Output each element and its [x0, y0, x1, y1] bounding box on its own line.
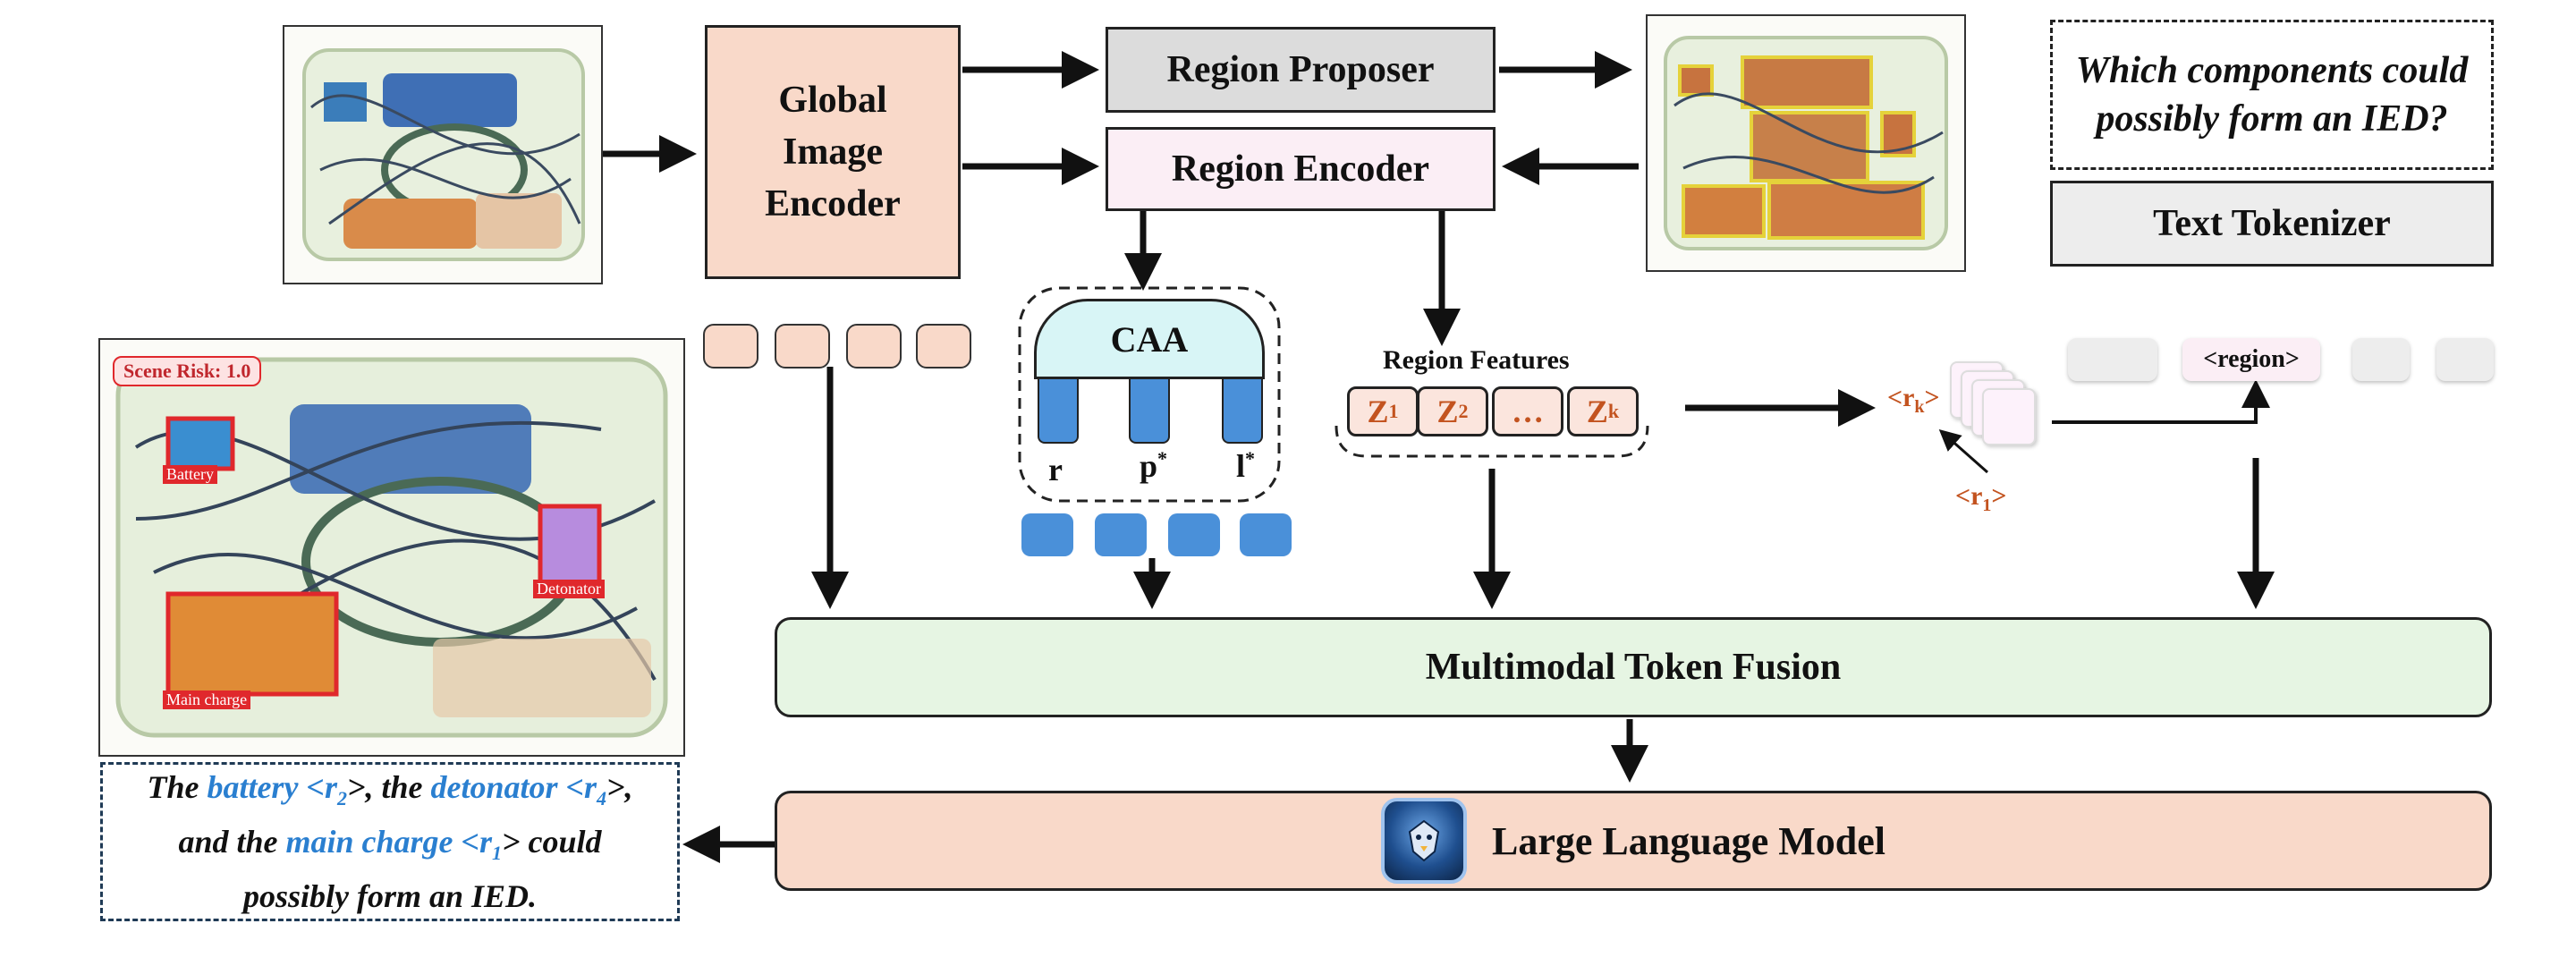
r1-base: <r — [1955, 481, 1983, 511]
caa-output-token — [1095, 513, 1147, 556]
answer-battery: battery <r — [207, 768, 337, 805]
global-token — [775, 324, 830, 369]
rk-close: > — [1924, 383, 1940, 412]
answer-sub1: 1 — [492, 842, 503, 865]
answer-part: The — [147, 768, 208, 805]
region-token-stack — [1950, 361, 2057, 451]
llm-label: Large Language Model — [1492, 818, 1885, 863]
region-tag-token: <region> — [2182, 338, 2320, 381]
global-token — [916, 324, 971, 369]
answer-text: The battery <r2>, the detonator <r4>, an… — [147, 766, 632, 918]
text-token — [2352, 338, 2410, 381]
battery-label: Battery — [163, 465, 217, 484]
region-encoder-label: Region Encoder — [1171, 148, 1430, 190]
detonator-label-text: Detonator — [537, 580, 601, 597]
caa-leg-label-r: r — [1048, 451, 1063, 488]
scene-detection-image: Scene Risk: 1.0 Battery Detonator Main c… — [98, 338, 685, 757]
scene-xray-drawing — [115, 357, 668, 738]
fusion-label: Multimodal Token Fusion — [1425, 647, 1842, 688]
detonator-label: Detonator — [533, 580, 605, 598]
text-tokenizer-label: Text Tokenizer — [2153, 203, 2391, 244]
battery-label-text: Battery — [166, 465, 214, 483]
global-encoder-line-1: Global — [778, 80, 887, 121]
caa-leg-l — [1222, 379, 1263, 444]
global-token — [846, 324, 902, 369]
answer-sub2: 2 — [336, 787, 347, 809]
features-bracket — [1335, 425, 1649, 458]
main-charge-label-text: Main charge — [166, 691, 248, 708]
scene-risk-badge: Scene Risk: 1.0 — [113, 356, 262, 386]
rk-base: <r — [1887, 383, 1915, 412]
rk-sub: k — [1914, 397, 1925, 417]
z2-sub: 2 — [1458, 400, 1469, 422]
global-image-encoder-box: Global Image Encoder — [705, 25, 961, 279]
answer-part: possibly form an IED. — [242, 878, 538, 915]
z2-base: Z — [1436, 394, 1459, 429]
text-token — [2436, 338, 2494, 381]
z-ellipsis: … — [1512, 394, 1544, 429]
proposal-xray-drawing — [1664, 36, 1948, 250]
global-token — [703, 324, 758, 369]
r1-sub: 1 — [1982, 496, 1992, 515]
scene-risk-text: Scene Risk: 1.0 — [123, 360, 251, 382]
region-features-title: Region Features — [1383, 345, 1570, 376]
r1-token-label: <r1> — [1955, 481, 2007, 516]
answer-part: >, — [606, 768, 633, 805]
region-feature-ellipsis: … — [1492, 386, 1563, 436]
main-charge-label: Main charge — [163, 691, 251, 709]
text-tokenizer-box: Text Tokenizer — [2050, 181, 2494, 267]
answer-sub4: 4 — [597, 787, 607, 809]
caa-l-star: * — [1245, 447, 1256, 470]
answer-part: > could — [502, 824, 602, 860]
answer-part: >, the — [346, 768, 431, 805]
caa-p-star: * — [1157, 447, 1168, 470]
global-encoder-line-2: Image — [783, 131, 883, 173]
rk-token-label: <rk> — [1887, 383, 1940, 418]
zk-sub: k — [1607, 400, 1620, 422]
caa-l-text: l — [1236, 448, 1246, 484]
answer-box: The battery <r2>, the detonator <r4>, an… — [100, 762, 680, 921]
llm-logo-icon — [1381, 798, 1467, 884]
caa-leg-p — [1129, 379, 1170, 444]
answer-detonator: detonator <r — [430, 768, 597, 805]
input-xray-drawing — [302, 48, 585, 261]
z1-base: Z — [1367, 394, 1389, 429]
answer-main-charge: main charge <r — [285, 824, 493, 860]
arrow-rk-to-region — [2052, 379, 2270, 424]
text-token — [2068, 338, 2157, 381]
region-tag-text: <region> — [2203, 345, 2300, 373]
global-encoder-line-3: Encoder — [765, 183, 901, 225]
caa-p-text: p — [1140, 448, 1158, 484]
question-box: Which components could possibly form an … — [2050, 20, 2494, 170]
multimodal-token-fusion-box: Multimodal Token Fusion — [775, 617, 2492, 717]
caa-output-token — [1021, 513, 1073, 556]
eagle-glyph — [1408, 819, 1440, 862]
caa-leg-label-l: l* — [1236, 447, 1255, 485]
caa-leg-r — [1038, 379, 1079, 444]
caa-r-text: r — [1048, 452, 1063, 487]
z1-sub: 1 — [1388, 400, 1399, 422]
arrow-r1-to-stack — [1938, 429, 1988, 474]
region-encoder-box: Region Encoder — [1106, 127, 1496, 211]
caa-dashed-group — [1018, 286, 1281, 503]
region-proposal-image — [1646, 14, 1966, 272]
caa-output-token — [1240, 513, 1292, 556]
input-xray-image — [283, 25, 603, 284]
r1-close: > — [1991, 481, 2007, 511]
caa-box: CAA — [1034, 299, 1265, 379]
region-features-title-text: Region Features — [1383, 345, 1570, 375]
caa-label: CAA — [1110, 318, 1189, 360]
answer-part: and the — [178, 824, 286, 860]
region-proposer-label: Region Proposer — [1166, 49, 1435, 90]
question-text: Which components could possibly form an … — [2075, 50, 2469, 140]
large-language-model-box: Large Language Model — [775, 791, 2492, 891]
caa-leg-label-p: p* — [1140, 447, 1167, 485]
caa-output-token — [1168, 513, 1220, 556]
region-proposer-box: Region Proposer — [1106, 27, 1496, 113]
zk-base: Z — [1586, 394, 1608, 429]
